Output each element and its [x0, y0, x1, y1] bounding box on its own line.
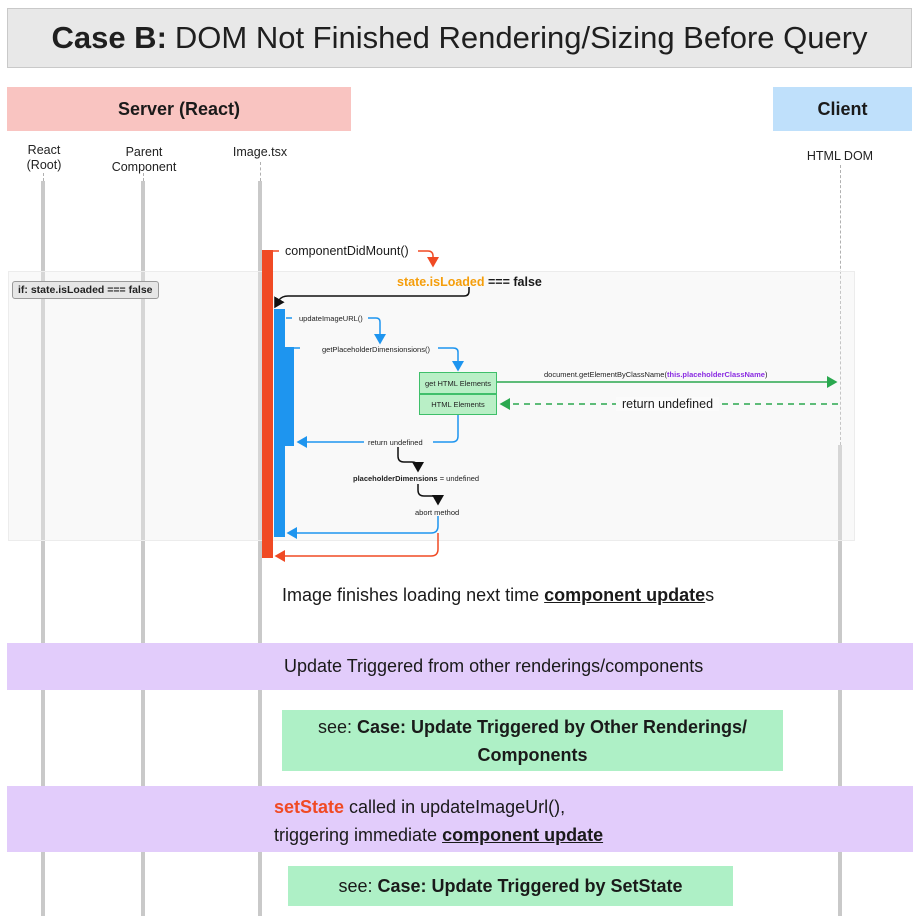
see-other-renderings-line2: Components [282, 741, 783, 769]
activation-blue-outer [274, 309, 285, 537]
lifeline-parent [141, 181, 145, 916]
see-prefix-1: see: [317, 717, 357, 737]
lane-label-react: React (Root) [14, 143, 74, 173]
see-other-renderings-line1: see: Case: Update Triggered by Other Ren… [282, 713, 783, 741]
msg-abort-method: abort method [415, 508, 460, 517]
title-case-label: Case B: [51, 20, 167, 55]
msg-state-key: state.isLoaded [397, 275, 485, 289]
msg-state-rest: === false [484, 275, 542, 289]
lane-label-parent: Parent Component [104, 145, 184, 175]
msg-update-image-url: updateImageURL() [299, 314, 363, 323]
update-triggered-text: Update Triggered from other renderings/c… [284, 656, 704, 676]
lane-label-react-line2: (Root) [26, 158, 62, 172]
msg-state-check: state.isLoaded === false [397, 275, 542, 289]
msg-placeholder-dimensions: placeholderDimensions = undefined [353, 474, 479, 483]
lane-label-image: Image.tsx [232, 145, 288, 159]
msg-get-element: document.getElementByClassName(this.plac… [544, 370, 767, 379]
arrow-placeholder-curl [397, 447, 424, 473]
arrow-update-image-url [286, 317, 380, 343]
page-title: Case B: DOM Not Finished Rendering/Sizin… [7, 8, 912, 68]
lifeline-image [258, 181, 262, 916]
msg-componentdidmount: componentDidMount() [285, 244, 409, 258]
msg-get-element-arg: this.placeholderClassName [666, 370, 765, 379]
arrow-get-placeholder [294, 347, 458, 370]
see-case-components[interactable]: Components [477, 745, 588, 765]
lifeline-react-dash [43, 173, 44, 181]
msg-placeholder-key: placeholderDimensions [353, 474, 438, 483]
loading-note-bold: component update [544, 585, 706, 605]
setstate-band: setState called in updateImageUrl(), tri… [7, 786, 913, 852]
update-triggered-band: Update Triggered from other renderings/c… [7, 643, 913, 690]
loading-note-prefix: Image finishes loading next time [282, 585, 545, 605]
setstate-line1-rest: called in updateImageUrl(), [344, 797, 566, 817]
setstate-line2-prefix: triggering immediate [274, 825, 443, 845]
setstate-text: setState called in updateImageUrl(), tri… [274, 793, 603, 849]
msg-get-element-prefix: document.getElementByClassName( [544, 370, 667, 379]
arrow-state-check [274, 287, 470, 309]
arrow-componentdidmount [273, 250, 433, 266]
loading-note-suffix: s [705, 585, 715, 605]
arrow-abort-curl [417, 484, 444, 506]
html-elements-cell: HTML Elements [419, 394, 497, 415]
arrow-return-undefined [298, 415, 459, 442]
loop-condition-label: if: state.isLoaded === false [12, 281, 159, 299]
title-text: DOM Not Finished Rendering/Sizing Before… [174, 20, 868, 55]
see-other-renderings-box: see: Case: Update Triggered by Other Ren… [282, 710, 783, 771]
lifeline-parent-dash [143, 173, 144, 181]
lifeline-react [41, 181, 45, 916]
loading-note: Image finishes loading next time compone… [282, 585, 714, 606]
msg-placeholder-rest: = undefined [437, 474, 480, 483]
see-setstate-box: see: Case: Update Triggered by SetState [288, 866, 733, 906]
activation-blue-inner [285, 347, 294, 446]
lane-label-htmldom: HTML DOM [806, 149, 874, 163]
msg-get-element-suffix: ) [764, 370, 768, 379]
get-html-elements-cell: get HTML Elements [419, 372, 497, 394]
setstate-keyword: setState [274, 797, 345, 817]
setstate-line2: triggering immediate component update [274, 821, 603, 849]
see-case-other-renderings[interactable]: Case: Update Triggered by Other Renderin… [356, 717, 748, 737]
msg-get-placeholder: getPlaceholderDimensionsions() [322, 345, 430, 354]
see-prefix-2: see: [338, 876, 378, 896]
lane-label-react-line1: React [27, 143, 61, 157]
see-case-setstate[interactable]: Case: Update Triggered by SetState [377, 876, 683, 896]
server-header: Server (React) [7, 87, 351, 131]
activation-image-red [262, 250, 273, 558]
lifeline-htmldom-dash [840, 165, 841, 445]
arrow-red-return [274, 533, 439, 562]
lifeline-image-dash [260, 162, 261, 181]
msg-return-undefined-dom: return undefined [616, 397, 720, 411]
lane-label-parent-line2: Component [111, 160, 177, 174]
msg-return-undefined: return undefined [368, 438, 423, 447]
setstate-line2-bold: component update [442, 825, 604, 845]
lane-label-parent-line1: Parent [125, 145, 163, 159]
client-header: Client [773, 87, 912, 131]
setstate-line1: setState called in updateImageUrl(), [274, 793, 603, 821]
arrow-blue-return [286, 516, 439, 539]
